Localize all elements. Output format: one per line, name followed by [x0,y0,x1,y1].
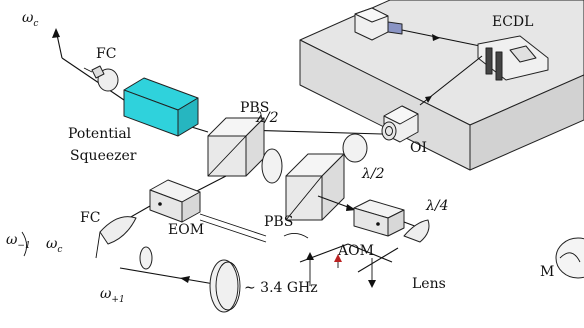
ecdl-label: ECDL [492,14,533,30]
ecdl-table-side [469,74,584,171]
omega-minus-label: ω−1 [6,232,31,251]
grating-block [477,35,549,81]
mirror-label: M [540,264,554,280]
potential-squeezer-label-2: Squeezer [70,148,137,164]
fc-top-label: FC [96,46,116,62]
pbs-upper-cube [207,117,265,177]
large-disc-optic [209,259,241,313]
half-wave-plate-middle [261,148,283,184]
omega-c-top-label: ωc [22,10,38,29]
quarter-wave-plate [403,219,430,243]
omega-c-bottom-label: ωc [46,236,62,255]
half-wave-plate-upper [342,133,368,163]
potential-squeezer-label-1: Potential [68,126,132,142]
eom-label: EOM [168,222,204,238]
mirror-m [555,237,584,279]
half-wave-plate-middle-label: λ/2 [255,110,279,126]
frequency-label: ∼ 3.4 GHz [244,280,318,296]
oi-label: OI [410,140,427,156]
eom [149,179,201,223]
optical-isolator [381,105,419,143]
ecdl-table [299,0,584,171]
laser-diode-head [354,7,403,41]
potential-squeezer-box [123,77,199,137]
lens-label: Lens [412,276,446,292]
aom-label: AOM [337,243,374,259]
omega-c-arrow-top [52,28,63,59]
pbs-lower-label: PBS [264,214,293,230]
aom [353,199,405,237]
omega-plus-label: ω+1 [100,286,125,305]
pbs-upper-label: PBS [240,100,269,116]
small-lens-bottom [139,246,153,270]
fiber-coupler-bottom [95,216,137,259]
fiber-coupler-top [83,65,119,92]
quarter-wave-plate-label: λ/4 [425,198,449,214]
pbs-lower-cube [285,153,345,221]
fc-bottom-label: FC [80,210,100,226]
half-wave-plate-upper-label: λ/2 [361,166,385,182]
